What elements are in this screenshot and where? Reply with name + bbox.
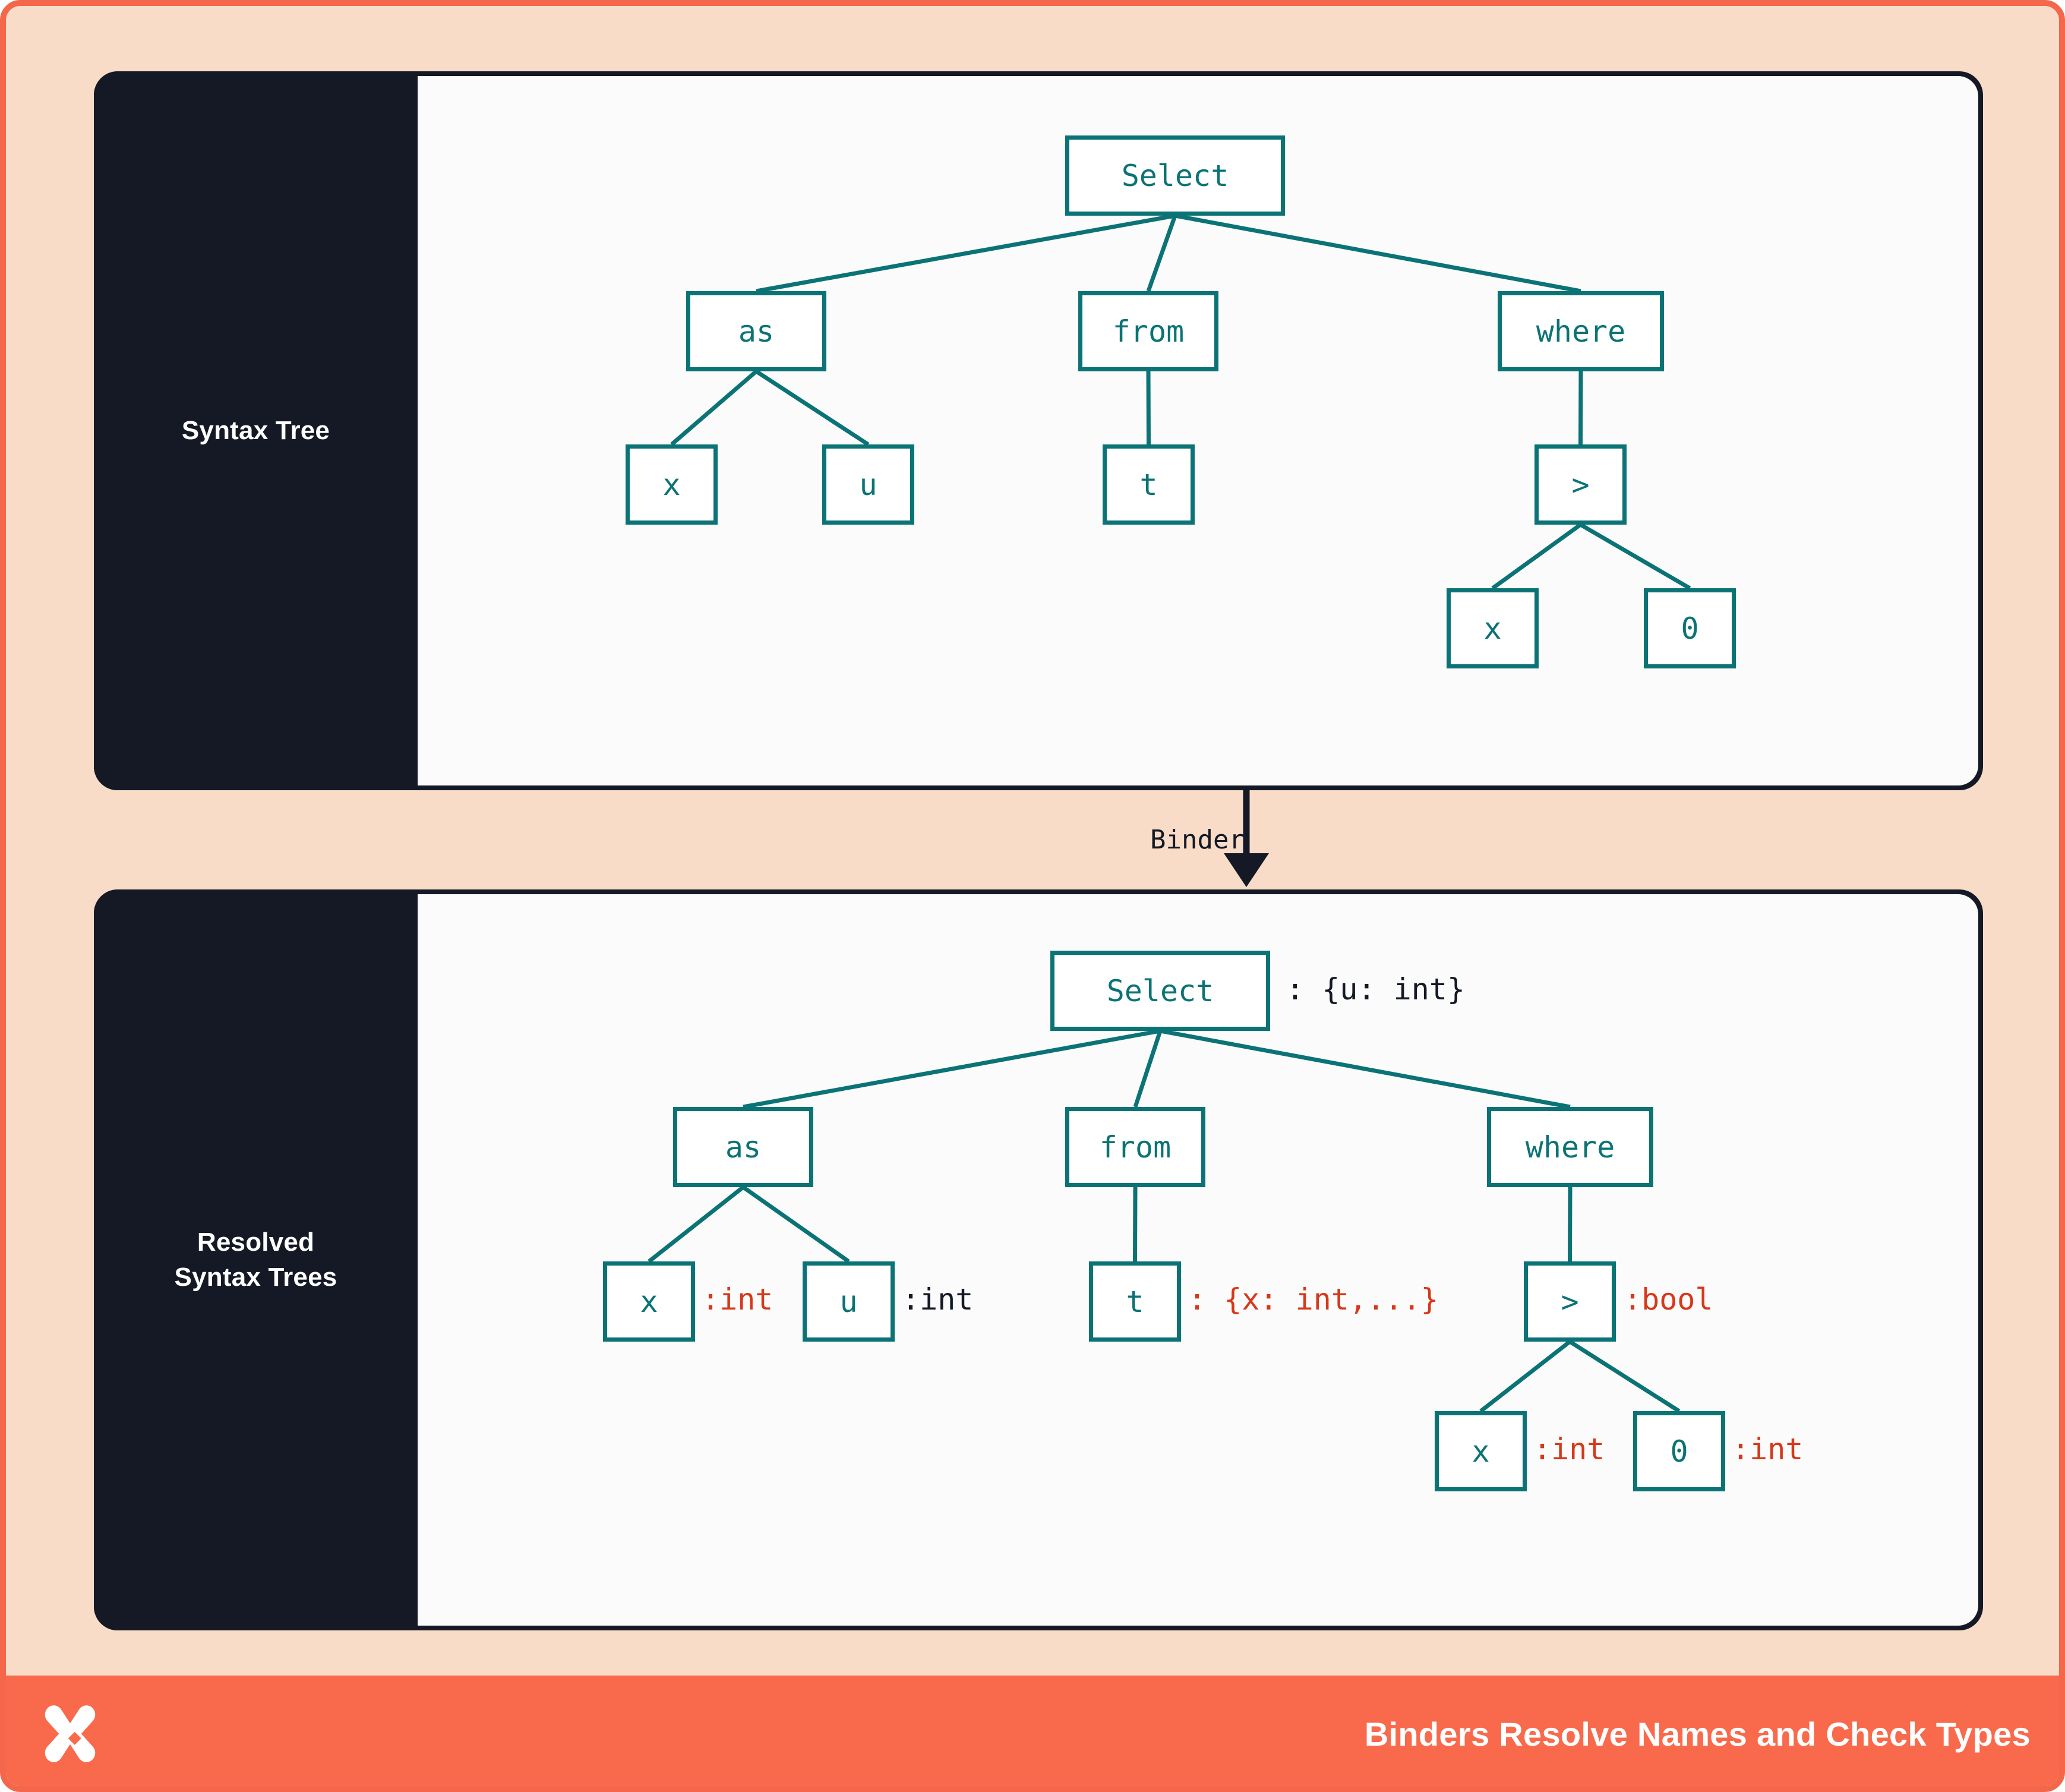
tree-node-from[interactable]: from (1065, 1107, 1205, 1187)
sidebar-label-line-1: Resolved (197, 1228, 315, 1257)
footer-caption: Binders Resolve Names and Check Types (1364, 1715, 2031, 1753)
type-annotation: :int (902, 1282, 974, 1317)
sidebar-label-line-2: Syntax Trees (174, 1262, 337, 1292)
binder-transition-group: Binder (94, 790, 1983, 889)
tree-node-as[interactable]: as (673, 1107, 813, 1187)
tree-edge (1133, 1187, 1138, 1262)
tree-edge (1568, 1340, 1681, 1413)
syntax-tree-layer: Select as from where x u t > x 0 (418, 76, 1978, 785)
x-mark-logo-icon (45, 1705, 96, 1762)
tree-edge (755, 370, 870, 446)
tree-node-x[interactable]: x (1435, 1411, 1527, 1491)
resolved-syntax-tree-edges (648, 1028, 1681, 1413)
resolved-syntax-tree-sidebar-label: Resolved Syntax Trees (175, 1225, 337, 1294)
type-annotation: :int (702, 1282, 773, 1317)
tree-node-select[interactable]: Select (1050, 951, 1270, 1031)
tree-node-t[interactable]: t (1103, 444, 1195, 525)
tree-node-[interactable]: > (1524, 1261, 1616, 1342)
tree-node-0[interactable]: 0 (1644, 588, 1736, 668)
resolved-syntax-tree-sidebar: Resolved Syntax Trees (94, 889, 418, 1630)
tree-edge (648, 1185, 745, 1263)
down-arrow-icon (1224, 790, 1269, 887)
type-annotation: :bool (1624, 1282, 1713, 1317)
type-annotation: :int (1732, 1432, 1804, 1466)
tree-node-where[interactable]: where (1487, 1107, 1653, 1187)
type-annotation: :int (1533, 1432, 1605, 1466)
tree-edge (1568, 1187, 1573, 1262)
tree-edge (1479, 1340, 1571, 1413)
type-annotation: : {u: int} (1286, 972, 1466, 1007)
tree-edge (743, 1028, 1161, 1109)
tree-node-u[interactable]: u (803, 1261, 895, 1342)
resolved-syntax-tree-panel: Resolved Syntax Trees Select : {u: int} as… (94, 889, 1983, 1630)
tree-edge (1133, 1030, 1163, 1108)
tree-node-x[interactable]: x (626, 444, 718, 525)
tree-node-select[interactable]: Select (1065, 135, 1285, 216)
tree-edge (670, 370, 758, 446)
tree-edge (1160, 1028, 1571, 1109)
tree-edge (1146, 214, 1177, 292)
tree-edge (1174, 213, 1581, 294)
syntax-tree-canvas: Select as from where x u t > x 0 (418, 76, 1978, 785)
tree-node-where[interactable]: where (1498, 291, 1664, 371)
type-annotation: : {x: int,...} (1188, 1282, 1439, 1317)
tree-node-t[interactable]: t (1089, 1261, 1181, 1342)
tree-node-u[interactable]: u (822, 444, 914, 525)
syntax-tree-panel: Syntax Tree Select as from where x u t > x 0 (94, 71, 1983, 790)
tree-node-x[interactable]: x (1447, 588, 1539, 668)
tree-node-as[interactable]: as (686, 291, 826, 371)
syntax-tree-sidebar: Syntax Tree (94, 71, 418, 790)
tree-edge (741, 1185, 850, 1263)
binder-label: Binder (1150, 825, 1245, 855)
tree-edge (1491, 523, 1582, 590)
syntax-tree-sidebar-label: Syntax Tree (181, 415, 330, 445)
tree-node-x[interactable]: x (603, 1261, 695, 1342)
tree-node-[interactable]: > (1534, 444, 1627, 525)
tree-edge (1579, 522, 1691, 591)
syntax-tree-edges (670, 213, 1691, 591)
tree-node-0[interactable]: 0 (1633, 1411, 1725, 1491)
tree-edge (1146, 371, 1151, 445)
footer-bar: Binders Resolve Names and Check Types (6, 1676, 2059, 1786)
tree-edge (756, 213, 1176, 294)
tree-node-from[interactable]: from (1078, 291, 1218, 371)
